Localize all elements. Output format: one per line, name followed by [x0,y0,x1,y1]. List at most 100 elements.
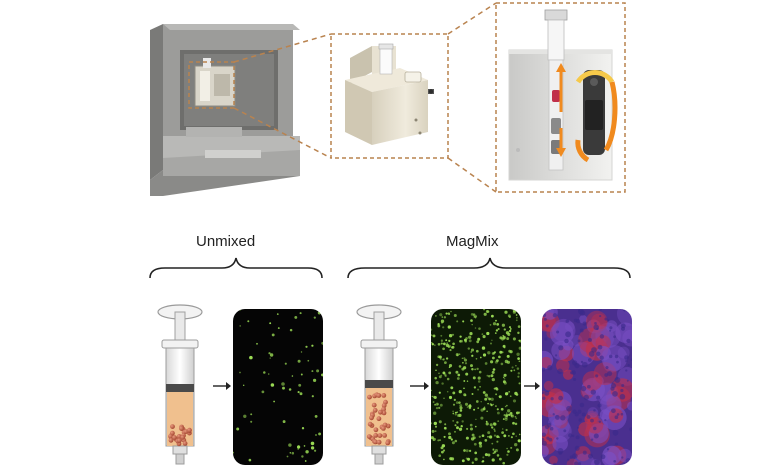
nucleus [543,317,547,321]
nucleus [565,319,570,323]
red-cell [367,394,372,400]
nucleus [554,354,558,357]
fluorescent-cell [298,383,302,387]
fluorescent-cell [433,344,436,347]
fluorescent-cell [434,425,438,428]
fluorescent-cell [504,405,507,408]
fluorescent-cell [493,351,496,354]
nucleus [582,321,587,326]
fluorescent-cell [486,396,489,399]
nucleus [572,409,577,414]
fluorescent-cell [514,415,517,418]
nucleus [619,393,626,400]
fluorescent-cell [468,339,472,343]
fluorescent-cell [469,427,474,431]
instrument-inner-module [194,58,236,107]
fluorescent-cell [494,430,496,432]
red-cell [378,409,383,415]
fluorescent-cell [458,353,461,355]
fluorescent-cell [509,327,512,330]
red-cell [371,402,377,408]
fluorescent-cell [456,320,459,323]
nucleus [605,365,609,370]
fluorescent-cell [431,422,433,425]
red-cell [369,415,374,421]
fluorescent-cell [438,391,441,394]
fluorescent-cell [477,380,481,383]
nucleus [594,459,600,465]
stain-blob [585,310,608,333]
fluorescent-cell [288,443,292,447]
fluorescent-cell [506,337,510,341]
fluorescent-cell [296,445,301,449]
fluorescent-cell [517,375,520,378]
fluorescent-cell [442,358,444,361]
fluorescent-cell [282,420,286,424]
fluorescent-cell [490,342,492,345]
red-cell [381,410,387,416]
fluorescent-cell [311,370,314,373]
fluorescent-cell [487,402,489,405]
fluorescent-cell [492,356,495,360]
magmix-brace [347,257,631,279]
fluorescent-cell [299,392,303,396]
arrow-magmix-to-mixed [524,382,540,390]
fluorescent-cell [463,387,465,390]
fluorescent-cell [432,395,436,399]
fluorescent-cell [510,369,513,372]
fluorescent-cell [466,406,469,408]
fluorescent-cell [510,414,513,417]
fluorescent-cell [501,323,506,327]
nucleus [542,440,547,446]
fluorescent-cell [303,445,306,447]
nucleus [598,420,602,424]
fluorescent-cell [507,450,510,453]
nucleus [587,384,591,389]
magmix-label: MagMix [446,233,499,250]
fluorescent-cell [439,313,443,317]
nucleus [573,377,577,382]
zoom-connector-2 [447,2,497,193]
fluorescent-cell [489,324,492,326]
fluorescent-cell [496,454,500,457]
red-cell [376,416,382,422]
syringe-unmixed [157,304,203,465]
fluorescent-cell [498,436,500,438]
fluorescent-cell [431,343,434,346]
fluorescent-cell [482,407,486,411]
fluorescent-cell [503,413,506,417]
fluorescent-cell [456,426,459,430]
fluorescent-cell [478,327,481,330]
stain-blob [605,320,618,332]
fluorescent-cell [494,332,497,334]
fluorescent-cell [509,395,512,398]
fluorescent-cell [512,337,516,341]
fluorescent-cell [477,388,480,391]
fluorescent-cell [459,409,463,412]
fluorescent-cell [515,448,519,452]
fluorescent-cell [250,413,253,416]
fluorescent-cell [496,408,499,411]
fluorescent-cell [452,342,455,346]
fluorescent-cell [471,354,474,358]
fluorescent-cell [508,390,511,393]
fluorescent-cell [481,460,485,463]
fluorescent-cell [297,448,299,450]
red-cell [376,439,382,445]
fluorescent-cell [515,365,517,367]
fluorescent-cell [506,447,508,450]
stain-blob [549,455,558,465]
fluorescent-cell [450,438,453,441]
fluorescent-cell [486,410,488,413]
fluorescent-cell [448,334,453,338]
fluorescent-cell [446,342,449,344]
fluorescent-cell [276,313,279,315]
fluorescent-cell [451,333,455,336]
fluorescent-cell [441,316,443,318]
fluorescent-cell [277,327,280,330]
fluorescent-cell [501,428,504,430]
fluorescent-cell [457,373,461,377]
fluorescent-cell [451,441,455,445]
fluorescent-cell [498,457,502,461]
fluorescent-cell [470,319,473,322]
